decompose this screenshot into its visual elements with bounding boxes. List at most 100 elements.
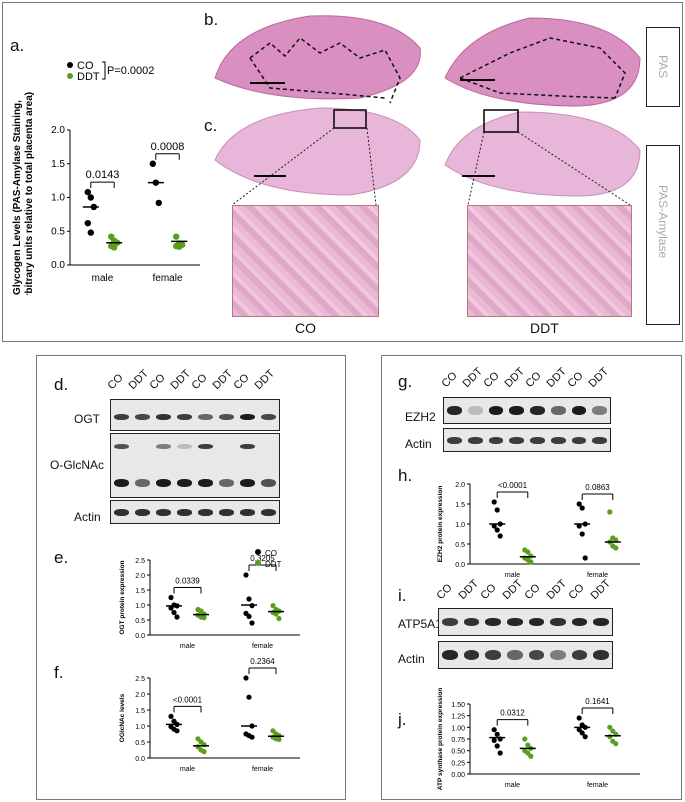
data-point bbox=[201, 749, 207, 755]
data-point bbox=[87, 194, 95, 201]
data-point bbox=[613, 741, 619, 747]
data-point bbox=[491, 499, 497, 505]
y-tick-label: 0.5 bbox=[135, 618, 145, 625]
blot-band bbox=[571, 650, 588, 660]
y-tick-label: 1.25 bbox=[451, 714, 465, 721]
stain-label-pas: PAS bbox=[656, 55, 670, 79]
stain-box-pas-amylase bbox=[646, 145, 680, 325]
blot-row-label-oglcnac: O-GlcNAc bbox=[50, 458, 104, 472]
data-point bbox=[171, 609, 177, 616]
panel-label-j: j. bbox=[398, 710, 407, 729]
y-axis-label-line: arbitrary units relative to total placen… bbox=[24, 92, 35, 295]
blot-band bbox=[550, 406, 566, 415]
top-figure-frame bbox=[2, 2, 683, 342]
data-point bbox=[579, 531, 585, 537]
y-tick-label: 0.0 bbox=[135, 756, 145, 763]
blot-band bbox=[198, 444, 213, 450]
x-tick-label: male bbox=[505, 572, 520, 579]
blot-band bbox=[530, 436, 545, 444]
panel-label-h: h. bbox=[398, 466, 413, 485]
data-point bbox=[528, 559, 534, 565]
x-tick-label: female bbox=[152, 273, 182, 284]
y-tick-label: 1.5 bbox=[135, 708, 145, 715]
blot-band bbox=[135, 479, 150, 488]
y-tick-label: 1.00 bbox=[451, 725, 465, 732]
x-tick-label: male bbox=[92, 273, 114, 284]
legend-marker bbox=[255, 549, 261, 555]
blot-band bbox=[177, 479, 192, 488]
y-axis-label: OGlcNAc levels bbox=[119, 693, 126, 742]
blot-band bbox=[156, 413, 171, 420]
data-point bbox=[174, 728, 180, 734]
panel-label-a: a. bbox=[10, 36, 25, 55]
x-tick-label: female bbox=[252, 766, 273, 773]
blot-row-label-ezh2: EZH2 bbox=[405, 410, 436, 424]
zoom-image-ddt bbox=[467, 205, 632, 317]
blot-band bbox=[198, 413, 213, 420]
blot-ogt bbox=[110, 399, 280, 431]
blot-ezh2 bbox=[443, 397, 611, 424]
blot-band bbox=[592, 436, 607, 444]
data-point bbox=[576, 715, 582, 721]
p-value-label: 0.0863 bbox=[585, 483, 610, 492]
stain-label-pas-amylase: PAS-Amylase bbox=[656, 185, 670, 259]
group-label-ddt: DDT bbox=[530, 320, 559, 336]
y-tick-label: 2.0 bbox=[135, 573, 145, 580]
data-point bbox=[246, 596, 252, 602]
data-point bbox=[491, 727, 497, 733]
data-point bbox=[84, 188, 92, 196]
legend-marker bbox=[255, 560, 261, 566]
y-tick-label: 2.0 bbox=[135, 692, 145, 699]
blot-band bbox=[219, 508, 234, 516]
blot-band bbox=[442, 618, 458, 626]
blot-band bbox=[114, 444, 129, 450]
y-tick-label: 1.0 bbox=[135, 603, 145, 610]
zoom-image-co bbox=[232, 205, 379, 317]
p-value-label: <0.0001 bbox=[498, 481, 528, 490]
legend-label: DDT bbox=[265, 560, 282, 569]
blot-band bbox=[114, 413, 129, 420]
y-tick-label: 2.5 bbox=[135, 558, 145, 565]
p-value-label: 0.0008 bbox=[151, 141, 185, 153]
data-point bbox=[273, 611, 279, 617]
p-value-label: 0.2364 bbox=[250, 658, 275, 666]
x-tick-label: female bbox=[587, 572, 608, 579]
p-value-label: 0.0143 bbox=[86, 169, 120, 181]
legend-label: CO bbox=[77, 60, 94, 72]
blot-band bbox=[467, 406, 483, 415]
y-tick-label: 0.75 bbox=[451, 737, 465, 744]
y-tick-label: 0.50 bbox=[451, 749, 465, 756]
data-point bbox=[525, 549, 531, 555]
blot-band bbox=[467, 436, 483, 444]
x-tick-label: male bbox=[180, 766, 195, 773]
blot-band bbox=[447, 406, 462, 415]
legend-bracket bbox=[102, 61, 106, 80]
data-point bbox=[243, 675, 249, 681]
y-tick-label: 1.0 bbox=[51, 193, 65, 204]
data-point bbox=[87, 229, 95, 236]
blot-row-label-ogt: OGT bbox=[74, 412, 100, 426]
data-point bbox=[176, 243, 183, 250]
blot-band bbox=[240, 479, 255, 488]
panel-label-g: g. bbox=[398, 372, 413, 391]
y-tick-label: 0.0 bbox=[455, 562, 465, 569]
data-point bbox=[174, 614, 180, 620]
y-tick-label: 1.0 bbox=[455, 522, 465, 529]
blot-actin-d bbox=[110, 500, 280, 524]
blot-band bbox=[156, 479, 171, 488]
blot-band bbox=[506, 618, 523, 626]
blot-band bbox=[198, 508, 213, 516]
p-value-label: <0.0001 bbox=[173, 695, 203, 704]
y-tick-label: 2.0 bbox=[455, 482, 465, 489]
blot-band bbox=[261, 413, 276, 420]
left-blot-frame bbox=[36, 355, 346, 800]
data-point bbox=[497, 533, 503, 539]
data-point bbox=[270, 603, 276, 609]
blot-band bbox=[528, 650, 545, 660]
blot-band bbox=[219, 413, 234, 420]
blot-band bbox=[240, 508, 255, 516]
blot-band bbox=[550, 618, 566, 626]
blot-band bbox=[463, 650, 480, 660]
data-point bbox=[249, 734, 255, 740]
